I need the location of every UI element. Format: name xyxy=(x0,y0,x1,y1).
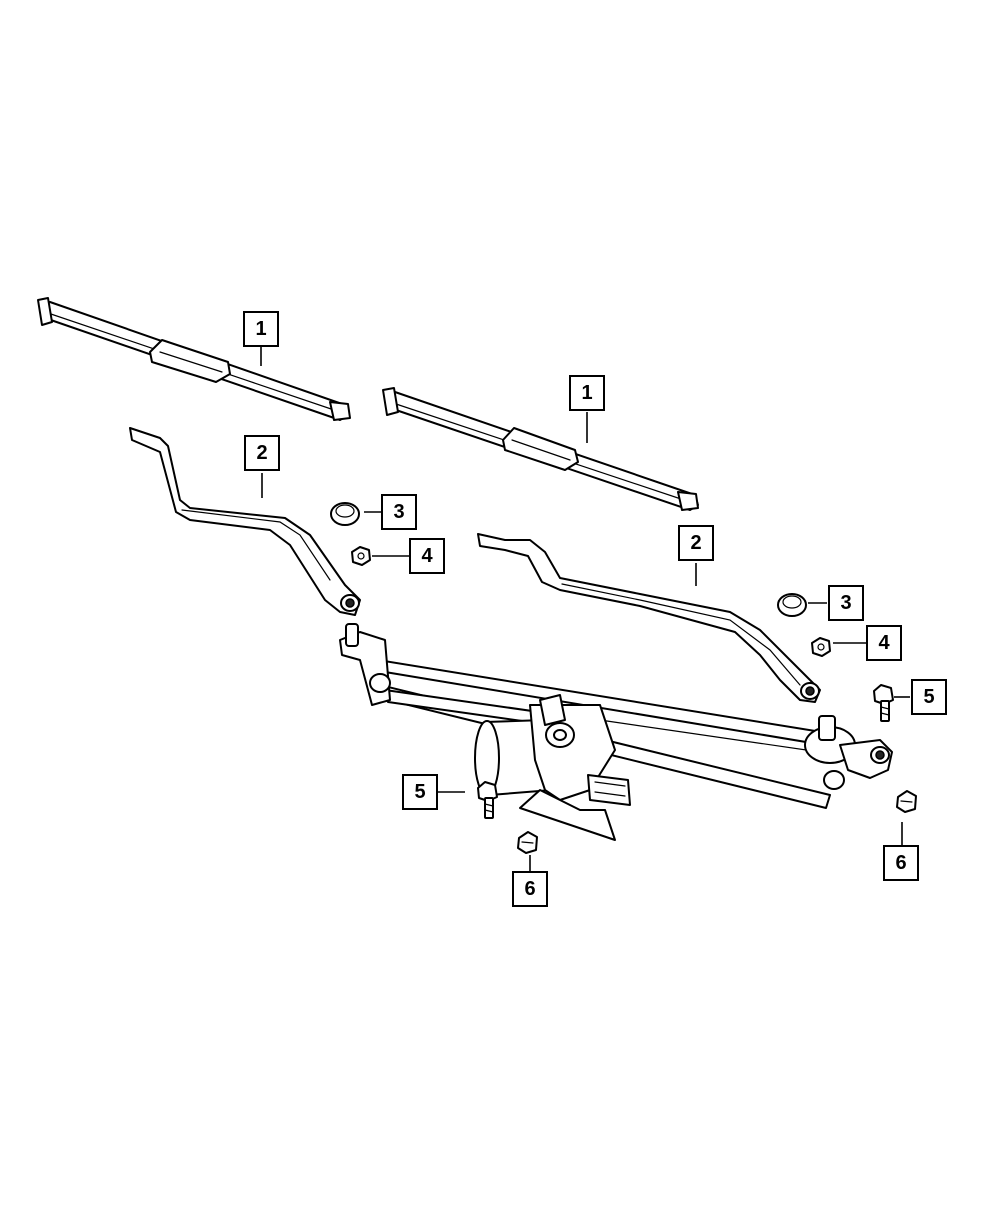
callout-2-right: 2 xyxy=(678,525,714,561)
clip-center xyxy=(517,831,538,854)
clip-right xyxy=(896,790,917,813)
wiper-arm-right xyxy=(477,533,821,703)
callout-4-right: 4 xyxy=(866,625,902,661)
callout-5-left: 5 xyxy=(402,774,438,810)
leader-lines xyxy=(260,347,910,871)
callout-1-right: 1 xyxy=(569,375,605,411)
wiper-linkage-motor-assembly xyxy=(339,623,893,841)
wiper-blade-left xyxy=(37,297,351,421)
callout-3-left: 3 xyxy=(381,494,417,530)
callout-5-right: 5 xyxy=(911,679,947,715)
callout-6-right: 6 xyxy=(883,845,919,881)
nut-right xyxy=(811,637,831,657)
callout-2-left: 2 xyxy=(244,435,280,471)
callout-1-left: 1 xyxy=(243,311,279,347)
cap-right xyxy=(777,593,807,617)
bolt-right xyxy=(873,684,894,722)
nut-left xyxy=(351,546,371,566)
wiper-blade-right xyxy=(382,387,699,511)
callout-6-center: 6 xyxy=(512,871,548,907)
bolt-left xyxy=(477,781,498,819)
cap-left xyxy=(330,502,360,526)
callout-4-left: 4 xyxy=(409,538,445,574)
callout-3-right: 3 xyxy=(828,585,864,621)
wiper-arm-left xyxy=(129,427,361,616)
